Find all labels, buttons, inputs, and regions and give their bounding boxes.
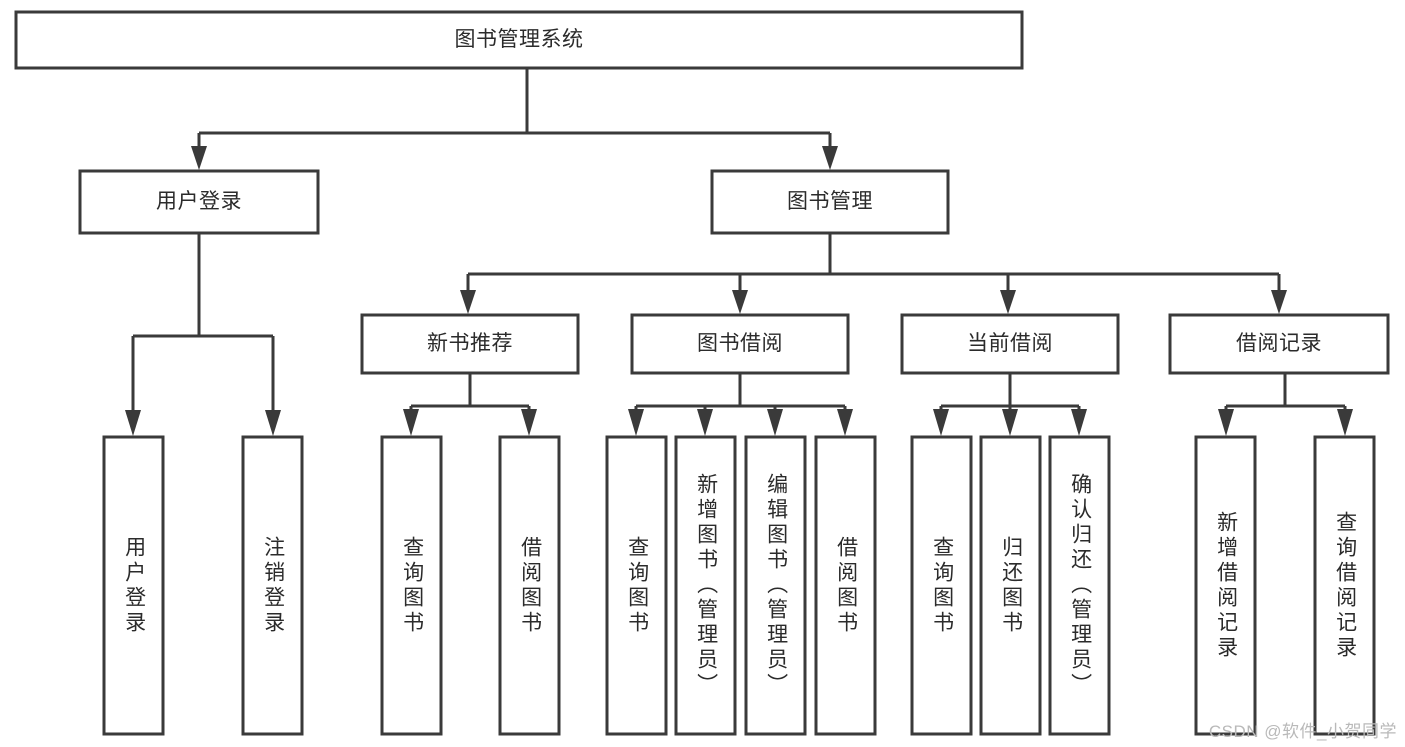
arrowhead-leaf-add-book (697, 409, 713, 436)
node-book-management-box[interactable] (710, 169, 950, 235)
arrowhead-leaf-borrow-book-1 (521, 409, 537, 436)
arrowhead-leaf-return-book (1002, 409, 1018, 436)
node-borrow-record-box[interactable] (1168, 313, 1390, 375)
arrowhead-leaf-borrow-book-2 (837, 409, 853, 436)
arrowhead-leaf-query-book-2 (628, 409, 644, 436)
arrowhead-new-book-recommend (460, 290, 476, 314)
node-leaf-return-book-box[interactable] (979, 435, 1042, 736)
arrowhead-leaf-edit-book (767, 409, 783, 436)
node-leaf-borrow-book-2-box[interactable] (814, 435, 877, 736)
node-root-box[interactable] (14, 10, 1024, 70)
node-leaf-query-record-box[interactable] (1313, 435, 1376, 736)
node-book-borrow-box[interactable] (630, 313, 850, 375)
arrowhead-leaf-confirm-return (1071, 409, 1087, 436)
arrowhead-borrow-record (1271, 290, 1287, 314)
arrowhead-leaf-query-book-3 (933, 409, 949, 436)
arrowhead-leaf-add-record (1218, 409, 1234, 436)
node-leaf-add-record-box[interactable] (1194, 435, 1257, 736)
arrowhead-user-login (191, 146, 207, 170)
node-leaf-query-book-3-box[interactable] (910, 435, 973, 736)
node-leaf-user-login-box[interactable] (102, 435, 165, 736)
node-leaf-logout-login-box[interactable] (241, 435, 304, 736)
node-new-book-recommend-box[interactable] (360, 313, 580, 375)
arrowhead-leaf-user-login (125, 410, 141, 436)
arrowhead-leaf-query-record (1337, 409, 1353, 436)
node-leaf-confirm-return-box[interactable] (1048, 435, 1111, 736)
arrowhead-book-management (822, 146, 838, 170)
arrowhead-leaf-query-book-1 (403, 409, 419, 436)
node-leaf-query-book-1-box[interactable] (380, 435, 443, 736)
node-leaf-edit-book-box[interactable] (744, 435, 807, 736)
arrowhead-current-borrow (1000, 290, 1016, 314)
watermark-text: CSDN @软件_小贺同学 (1208, 722, 1397, 741)
node-leaf-add-book-box[interactable] (674, 435, 737, 736)
node-current-borrow-box[interactable] (900, 313, 1120, 375)
arrowhead-book-borrow (732, 290, 748, 314)
node-leaf-query-book-2-box[interactable] (605, 435, 668, 736)
node-leaf-borrow-book-1-box[interactable] (498, 435, 561, 736)
node-user-login-box[interactable] (78, 169, 320, 235)
arrowhead-leaf-logout-login (265, 410, 281, 436)
